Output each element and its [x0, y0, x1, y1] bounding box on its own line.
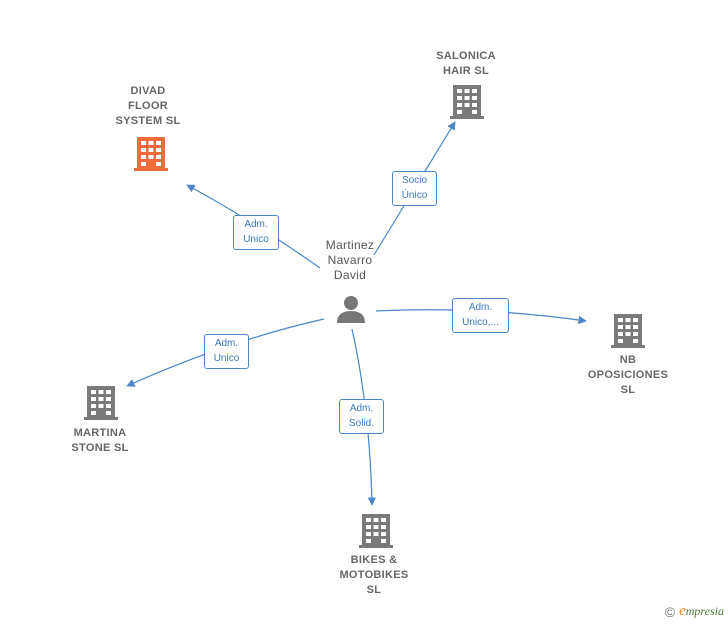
relation-label-salonica: Socio Único: [392, 171, 437, 206]
building-icon-bikes[interactable]: [359, 513, 393, 549]
copyright-icon: ©: [664, 603, 676, 620]
building-icon-divad[interactable]: [134, 136, 168, 172]
relation-label-bikes: Adm. Solid.: [339, 399, 384, 434]
brand-logo-initial: e: [679, 603, 686, 619]
company-name-salonica[interactable]: SALONICA HAIR SL: [436, 50, 496, 77]
building-icon-nb[interactable]: [611, 313, 645, 349]
company-name-bikes[interactable]: BIKES & MOTOBIKES SL: [339, 554, 409, 596]
company-name-divad[interactable]: DIVAD FLOOR SYSTEM SL: [115, 85, 181, 127]
brand-logo-text: mpresia: [685, 604, 724, 618]
company-name-martina[interactable]: MARTINA STONE SL: [71, 427, 129, 454]
relation-label-divad: Adm. Unico: [233, 215, 279, 250]
relation-label-martina: Adm. Unico: [204, 334, 249, 369]
person-name[interactable]: Martinez Navarro David: [325, 238, 375, 282]
person-icon[interactable]: [336, 294, 366, 324]
building-icon-martina[interactable]: [84, 385, 118, 421]
company-name-nb[interactable]: NB OPOSICIONES SL: [587, 354, 669, 396]
relation-label-nb: Adm. Unico,...: [452, 298, 509, 333]
brand-footer: © e mpresia: [665, 603, 724, 620]
building-icon-salonica[interactable]: [450, 84, 484, 120]
